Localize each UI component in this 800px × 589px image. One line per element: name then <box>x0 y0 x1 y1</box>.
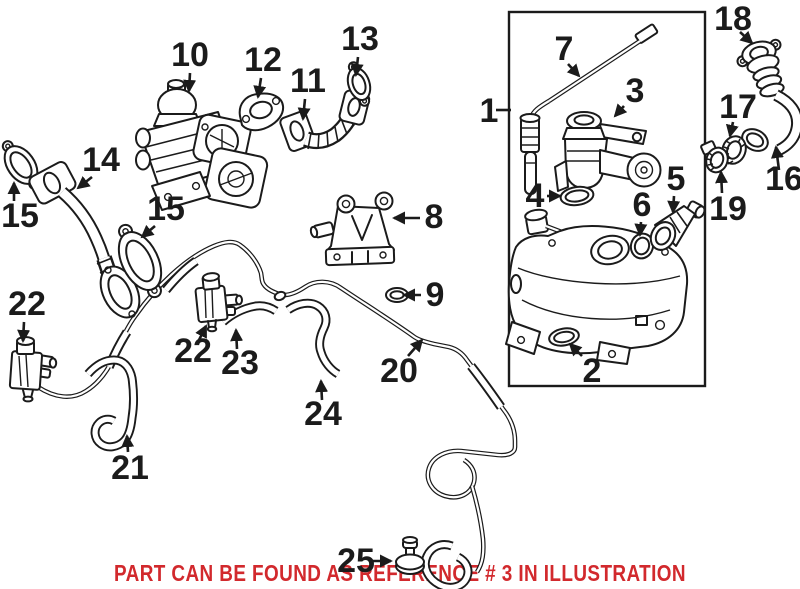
callout-arrow-14 <box>76 175 93 190</box>
callout-arrow-2 <box>568 342 583 357</box>
callout-label-23: 23 <box>221 344 259 382</box>
callout-label-18: 18 <box>714 0 752 38</box>
part-3-egr-valve <box>554 111 662 192</box>
part-2-seal <box>548 327 580 347</box>
callout-label-1: 1 <box>480 92 499 130</box>
callout-arrow-13 <box>350 56 364 77</box>
hook-hose <box>420 540 473 589</box>
callout-arrow-11 <box>297 98 311 121</box>
callout-label-6: 6 <box>633 186 652 224</box>
callout-arrow-16 <box>770 145 784 171</box>
callout-arrow-19 <box>715 170 729 194</box>
part-25-plug <box>395 536 425 575</box>
callout-label-25: 25 <box>337 542 375 580</box>
part-24-hose <box>285 298 341 378</box>
artwork-layer <box>1 10 800 589</box>
callout-label-20: 20 <box>380 352 418 390</box>
callout-label-21: 21 <box>111 449 149 487</box>
callout-label-24: 24 <box>304 395 342 433</box>
callout-label-16: 16 <box>765 160 800 198</box>
callout-label-10: 10 <box>171 36 209 74</box>
callout-label-4: 4 <box>526 177 545 215</box>
part-8-bracket <box>309 191 396 267</box>
callout-label-22b: 22 <box>174 332 212 370</box>
part-12-gasket <box>238 92 285 132</box>
callout-label-7: 7 <box>555 30 574 68</box>
callout-label-9: 9 <box>426 276 445 314</box>
callout-arrow-5 <box>667 195 681 214</box>
callout-arrow-3 <box>613 103 628 118</box>
part-20-vacuum-line <box>36 239 518 574</box>
callout-label-13: 13 <box>341 20 379 58</box>
callout-label-8: 8 <box>425 198 444 236</box>
callout-label-12: 12 <box>244 41 282 79</box>
part-21-hose <box>84 355 138 452</box>
callout-label-2: 2 <box>583 352 602 390</box>
callout-arrow-15b <box>140 224 156 239</box>
callout-arrow-22a <box>17 321 31 343</box>
callout-label-5: 5 <box>667 160 686 198</box>
callout-arrow-20 <box>407 338 424 357</box>
callout-label-22a: 22 <box>8 285 46 323</box>
callout-arrow-23 <box>230 328 244 350</box>
part-7-tube <box>519 23 659 195</box>
callout-label-3: 3 <box>626 72 645 110</box>
callout-label-19: 19 <box>709 190 747 228</box>
callout-arrow-21 <box>121 434 135 453</box>
callout-arrow-7 <box>566 63 581 78</box>
callout-arrow-6 <box>634 221 648 237</box>
callout-arrow-22b <box>195 324 208 341</box>
callout-arrow-12 <box>253 77 267 99</box>
part-10-egr-valve <box>135 79 269 211</box>
callout-arrow-17 <box>725 121 739 138</box>
callout-label-14: 14 <box>82 141 120 179</box>
part-16-hose <box>741 54 800 156</box>
part-19-clamp <box>700 140 729 174</box>
inset-box <box>507 10 707 388</box>
callout-label-15a: 15 <box>1 197 39 235</box>
part-11-hose <box>279 89 371 152</box>
callout-label-15b: 15 <box>147 190 185 228</box>
callout-label-11: 11 <box>290 62 326 100</box>
callout-arrow-24 <box>315 379 329 401</box>
callout-arrow-18 <box>739 30 754 45</box>
callout-arrow-10 <box>183 72 197 93</box>
pipe-connector-nub <box>273 290 287 302</box>
part-22-solenoid-valve-right <box>194 272 243 333</box>
part-15-gasket-right <box>117 223 163 299</box>
callout-label-17: 17 <box>719 88 757 126</box>
